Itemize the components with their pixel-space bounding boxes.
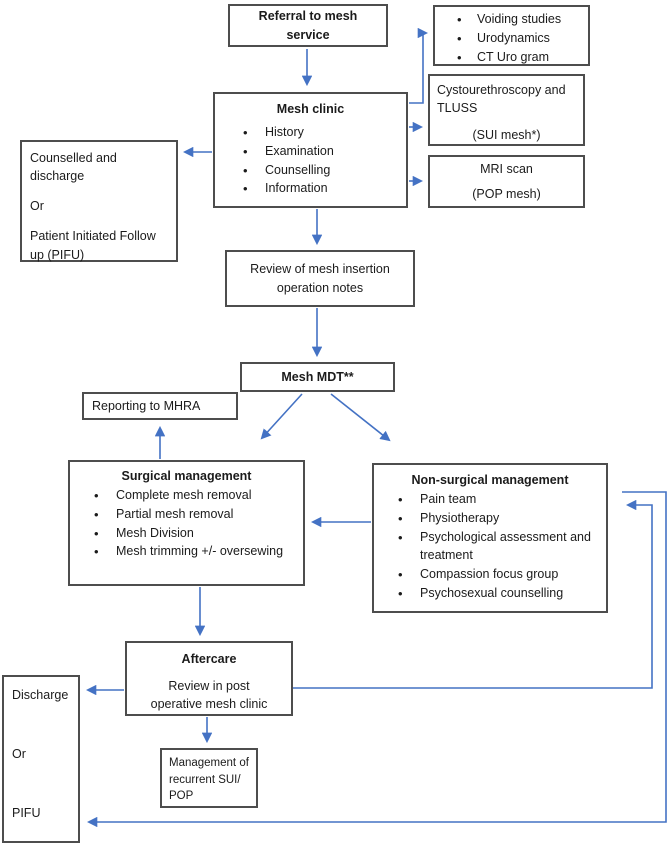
- nonsurgical-title: Non-surgical management: [411, 473, 569, 487]
- mdt-title: Mesh MDT**: [281, 369, 354, 384]
- arrow-mdt-to-surgical: [260, 393, 303, 440]
- list-item: Physiotherapy: [380, 509, 600, 528]
- mri-subtext: (POP mesh): [472, 186, 541, 201]
- mesh-clinic-list: History Examination Counselling Informat…: [221, 123, 400, 198]
- list-item: Pain team: [380, 490, 600, 509]
- review-text: Review of mesh insertion operation notes: [250, 262, 390, 295]
- node-cystourethroscopy: Cystourethroscopy and TLUSS (SUI mesh*): [428, 74, 585, 146]
- aftercare-body: Review in post operative mesh clinic: [150, 679, 268, 712]
- list-item: Complete mesh removal: [76, 486, 297, 505]
- node-recurrent-sui-pop: Management of recurrent SUI/ POP: [160, 748, 258, 808]
- counselled-line: Counselled and discharge: [30, 151, 117, 184]
- referral-title: Referral to mesh service: [258, 9, 358, 42]
- discharge-pifu: PIFU: [12, 806, 41, 821]
- list-item: CT Uro gram: [441, 48, 582, 67]
- mesh-clinic-title: Mesh clinic: [276, 102, 345, 116]
- list-item: Partial mesh removal: [76, 505, 297, 524]
- node-nonsurgical-management: Non-surgical management Pain team Physio…: [372, 463, 608, 613]
- list-item: Counselling: [221, 161, 400, 180]
- node-surgical-management: Surgical management Complete mesh remova…: [68, 460, 305, 586]
- list-item: Mesh Division: [76, 524, 297, 543]
- node-reporting-to-mhra: Reporting to MHRA: [82, 392, 238, 420]
- list-item: Examination: [221, 142, 400, 161]
- nonsurgical-list: Pain team Physiotherapy Psychological as…: [380, 490, 600, 603]
- node-review-operation-notes: Review of mesh insertion operation notes: [225, 250, 415, 307]
- list-item: Compassion focus group: [380, 565, 600, 584]
- mri-text: MRI scan: [480, 162, 533, 177]
- surgical-title: Surgical management: [121, 469, 252, 483]
- node-mesh-clinic: Mesh clinic History Examination Counsell…: [213, 92, 408, 208]
- discharge-line: Discharge: [12, 688, 69, 702]
- discharge-or: Or: [12, 747, 26, 762]
- arrow-mdt-to-nonsurgical: [330, 393, 391, 442]
- node-referral-to-mesh-service: Referral to mesh service: [228, 4, 388, 47]
- counselled-pifu: Patient Initiated Follow up (PIFU): [30, 229, 156, 262]
- recurrent-text: Management of recurrent SUI/ POP: [169, 757, 249, 803]
- list-item: Voiding studies: [441, 10, 582, 29]
- list-item: Psychological assessment and treatment: [380, 528, 600, 566]
- mhra-text: Reporting to MHRA: [92, 398, 201, 413]
- list-item: Information: [221, 179, 400, 198]
- node-diagnostic-tests: Voiding studies Urodynamics CT Uro gram: [433, 5, 590, 67]
- node-aftercare: Aftercare Review in post operative mesh …: [125, 641, 293, 716]
- node-counselled-discharge: Counselled and discharge Or Patient Init…: [20, 140, 178, 262]
- diagnostics-list: Voiding studies Urodynamics CT Uro gram: [441, 10, 582, 67]
- list-item: Mesh trimming +/- oversewing: [76, 542, 297, 561]
- list-item: Urodynamics: [441, 29, 582, 48]
- node-discharge-pifu: Discharge Or PIFU: [2, 675, 80, 843]
- counselled-or: Or: [30, 199, 44, 214]
- list-item: History: [221, 123, 400, 142]
- node-mri-scan: MRI scan (POP mesh): [428, 155, 585, 208]
- surgical-list: Complete mesh removal Partial mesh remov…: [76, 486, 297, 561]
- node-mesh-mdt: Mesh MDT**: [240, 362, 395, 392]
- cysto-subtext: (SUI mesh*): [472, 128, 541, 143]
- aftercare-title: Aftercare: [181, 652, 237, 666]
- cysto-text: Cystourethroscopy and TLUSS: [437, 83, 566, 116]
- arrow-mesh-clinic-to-diagnostics: [409, 27, 429, 104]
- list-item: Psychosexual counselling: [380, 584, 600, 603]
